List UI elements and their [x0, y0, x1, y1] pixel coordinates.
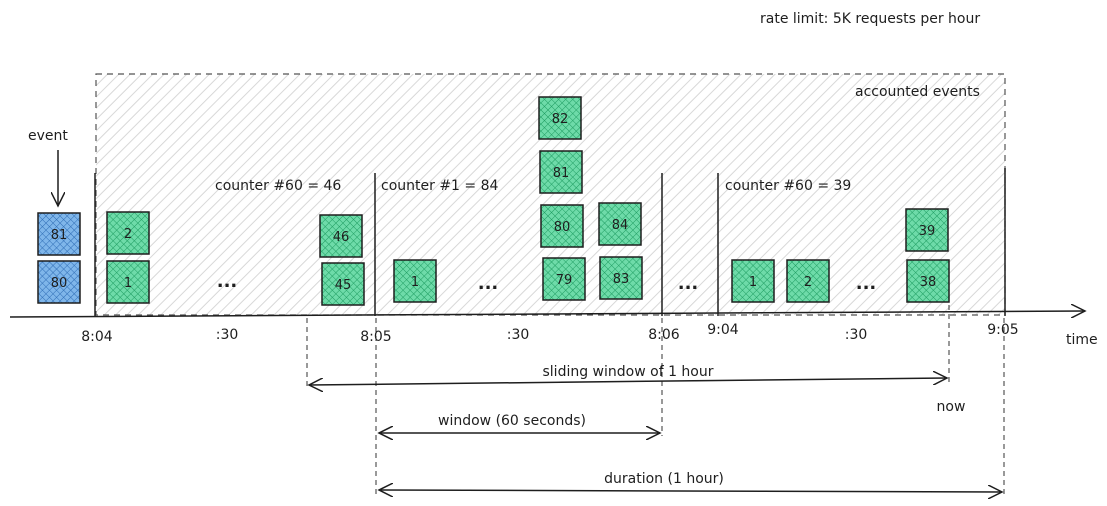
svg-text:82: 82 [552, 112, 569, 127]
tick-label: :30 [507, 327, 530, 343]
svg-text:81: 81 [51, 228, 68, 243]
tick-label: :30 [845, 327, 868, 343]
event-box: 81 [539, 150, 583, 194]
event-box: 82 [538, 96, 582, 140]
event-box: 2 [786, 259, 830, 303]
event-box: 39 [905, 208, 949, 252]
event-box: 83 [599, 256, 643, 300]
svg-text:80: 80 [554, 220, 571, 235]
tick-label: 9:04 [707, 322, 739, 338]
rate-limit-title: rate limit: 5K requests per hour [760, 11, 980, 27]
sliding-window-span [309, 378, 947, 385]
ellipsis: ... [217, 271, 238, 292]
event-box: 1 [393, 259, 437, 303]
event-box: 46 [319, 214, 363, 258]
event-box: 45 [321, 262, 365, 306]
sliding-window-label: sliding window of 1 hour [543, 364, 714, 380]
svg-text:83: 83 [613, 272, 630, 287]
svg-text:84: 84 [612, 218, 629, 233]
duration-span [379, 490, 1002, 492]
svg-text:38: 38 [920, 275, 937, 290]
svg-text:39: 39 [919, 224, 936, 239]
svg-text:46: 46 [333, 230, 350, 245]
svg-text:1: 1 [411, 275, 419, 290]
event-box: 80 [540, 204, 584, 248]
svg-text:2: 2 [804, 275, 812, 290]
svg-text:79: 79 [556, 273, 573, 288]
svg-text:1: 1 [124, 276, 132, 291]
svg-text:80: 80 [51, 276, 68, 291]
event-box: 79 [542, 257, 586, 301]
tick-label: 8:04 [81, 329, 113, 345]
event-box: 1 [106, 260, 150, 304]
ellipsis: ... [478, 273, 499, 294]
incoming-event: 81 [37, 212, 81, 256]
now-label: now [937, 399, 966, 415]
svg-text:1: 1 [749, 275, 757, 290]
event-label: event [28, 128, 68, 144]
svg-text:81: 81 [553, 166, 570, 181]
ellipsis: ... [856, 273, 877, 294]
tick-label: 9:05 [987, 322, 1018, 338]
event-box: 1 [731, 259, 775, 303]
incoming-event: 80 [37, 260, 81, 304]
svg-text:45: 45 [335, 278, 352, 293]
counter-label: counter #1 = 84 [381, 178, 498, 194]
event-box: 84 [598, 202, 642, 246]
event-box: 2 [106, 211, 150, 255]
time-axis [9, 311, 1085, 317]
duration-label: duration (1 hour) [604, 471, 724, 487]
time-axis-label: time [1066, 332, 1098, 348]
svg-text:2: 2 [124, 227, 132, 242]
accounted-events-label: accounted events [855, 84, 980, 100]
ellipsis: ... [678, 273, 699, 294]
tick-label: 8:06 [648, 327, 680, 343]
tick-label: :30 [216, 327, 239, 343]
window-label: window (60 seconds) [438, 413, 586, 429]
event-box: 38 [906, 259, 950, 303]
counter-label: counter #60 = 46 [215, 178, 341, 194]
counter-label: counter #60 = 39 [725, 178, 851, 194]
